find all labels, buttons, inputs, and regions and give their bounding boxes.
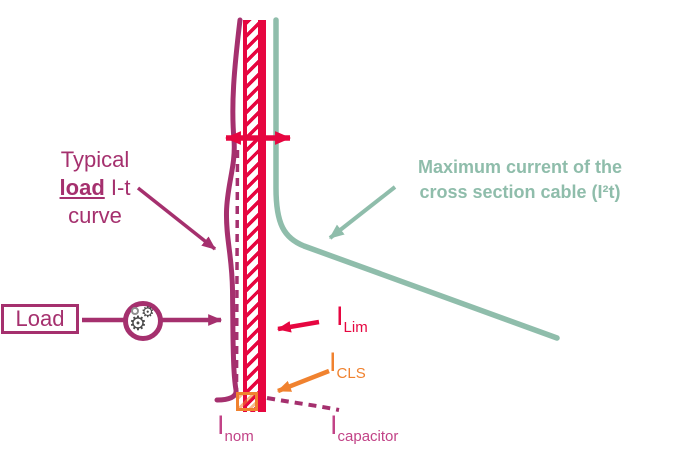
typical-curve-line2: load I-t (37, 174, 153, 202)
gear-icon: ⚙ (129, 313, 147, 335)
capacitor-curve-horizontal-dashed (266, 396, 340, 412)
typical-curve-line1: Typical (60, 147, 130, 172)
cable-max-current-label: Maximum current of the cross section cab… (392, 155, 648, 205)
i-lim-base: I (336, 301, 344, 331)
i-cls-base: I (329, 347, 337, 377)
i-nom-label: Inom (217, 410, 254, 445)
load-word-underlined: load (59, 175, 105, 200)
i-capacitor-sub: capacitor (337, 428, 399, 445)
i-capacitor-label: Icapacitor (330, 410, 398, 445)
i-lim-arrow (276, 319, 320, 333)
i-nom-base: I (217, 410, 225, 440)
gear-icon: ⚙ (141, 304, 155, 321)
current-limit-band (243, 20, 266, 412)
cable-label-leader-arrow (328, 185, 397, 240)
typical-load-curve (214, 17, 243, 403)
i-cls-label: ICLS (329, 347, 366, 382)
small-circle-icon (131, 307, 139, 315)
cable-label-line1: Maximum current of the (417, 157, 623, 177)
i-capacitor-base: I (330, 410, 338, 440)
i-lim-label: ILim (336, 301, 368, 336)
i-cls-arrow (276, 368, 330, 394)
i-nom-sub: nom (224, 428, 254, 445)
typical-curve-line3: curve (68, 203, 122, 228)
i-cls-sub: CLS (336, 365, 366, 382)
load-gears-icon: ⚙ ⚙ (123, 301, 163, 341)
capacitor-curve-vertical-dashed (234, 149, 240, 390)
cable-label-line2: cross section cable (I²t) (419, 182, 621, 202)
load-source-box: Load (1, 304, 79, 334)
cls-marker-box (236, 392, 258, 411)
typical-curve-line2-rest: I-t (110, 175, 131, 200)
i-lim-sub: Lim (343, 319, 368, 336)
load-source-label: Load (15, 306, 65, 331)
typical-load-curve-label: Typical load I-t curve (37, 146, 153, 230)
